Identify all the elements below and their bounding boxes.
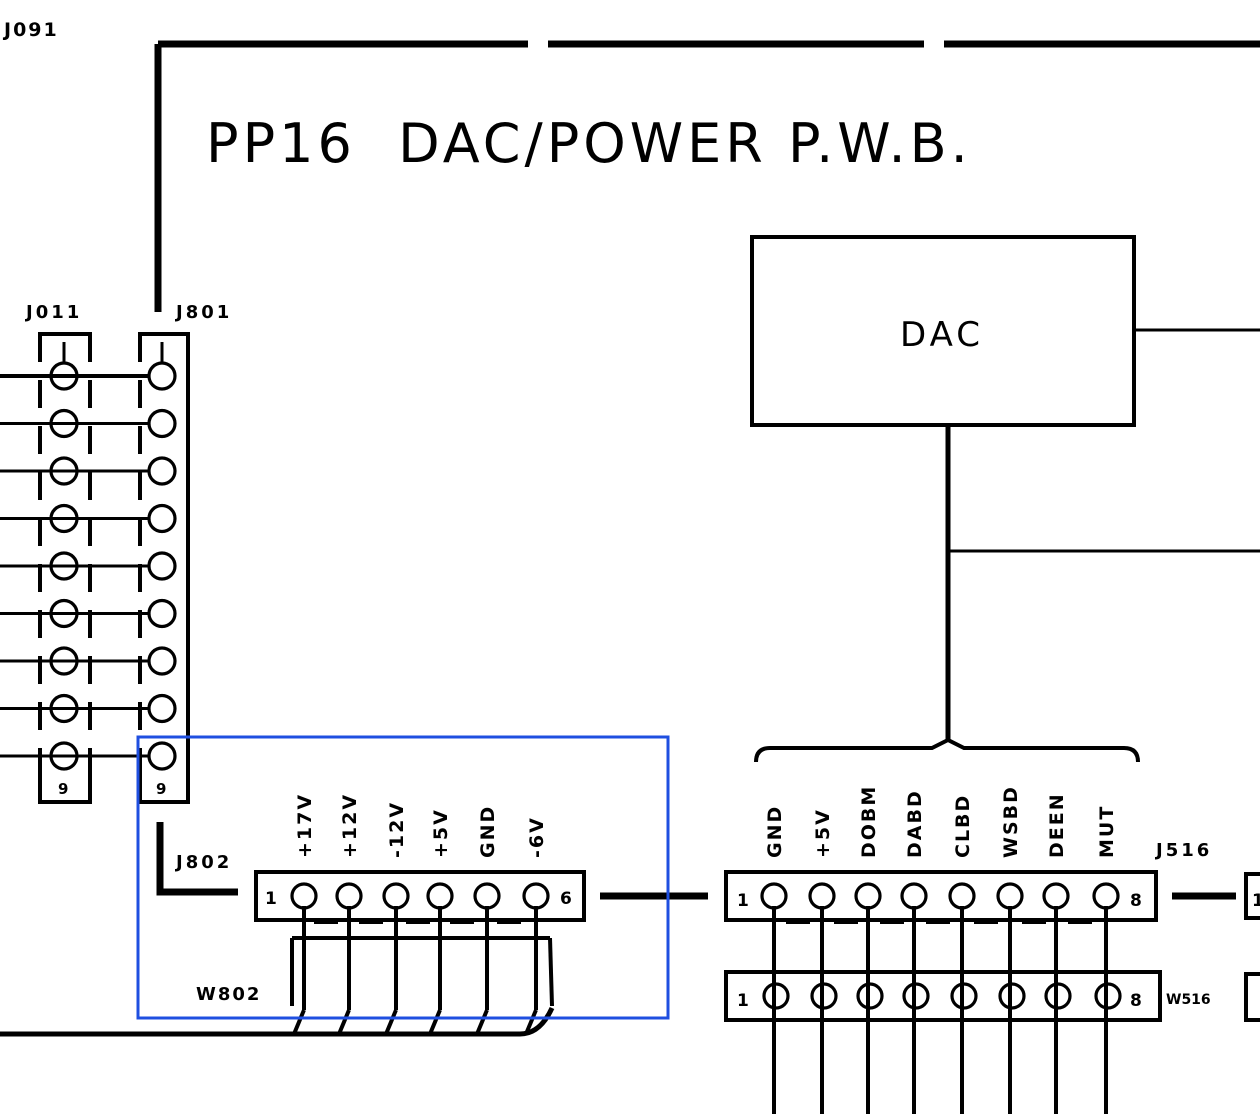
offpage-connector-top (1244, 872, 1260, 920)
j801-pin (147, 361, 177, 391)
j516-pin (1092, 882, 1120, 910)
connector-label-j011: J011 (24, 302, 82, 323)
j516-signal-label: GND (764, 805, 786, 858)
connector-label-j802: J802 (174, 852, 232, 873)
board-outline (154, 40, 1260, 312)
j516-pin (854, 882, 882, 910)
j516-first-pin-label: 1 (737, 891, 749, 911)
j516-signal-label: CLBD (952, 794, 974, 858)
j802-signal-label: +5V (430, 808, 452, 858)
j802-pin (426, 882, 454, 910)
highlight-box (136, 735, 670, 1020)
j802-pin (290, 882, 318, 910)
j801-pin (147, 408, 177, 439)
offpage-connector-bottom (1244, 972, 1260, 1022)
j516-pin (996, 882, 1024, 910)
j516-pin (808, 882, 836, 910)
j516-signal-label: DEEN (1046, 792, 1068, 858)
dac-block: DAC (750, 235, 1260, 742)
connector-label-j801: J801 (174, 302, 232, 323)
j801-pin (147, 503, 177, 534)
dac-label: DAC (900, 315, 984, 355)
j801-pin (147, 598, 177, 629)
j516-last-pin-label: 8 (1130, 891, 1142, 911)
j802-pin (335, 882, 363, 910)
j516-w516-wires (772, 906, 1108, 1114)
j516-signal-label: MUT (1096, 805, 1118, 858)
connector-label-j091: J091 (2, 19, 59, 41)
j801-pin (147, 551, 177, 581)
connector-j516: J516 1 8 GND +5V DOBM DABD CLBD WSBD DEEN MUT (724, 785, 1212, 924)
w802-wire-bend (292, 1009, 306, 1035)
j516-bus-bracket (754, 737, 1140, 763)
board-title: PP16 DAC/POWER P.W.B. (206, 112, 972, 175)
connector-label-j516: J516 (1154, 840, 1212, 861)
j516-signal-label: +5V (812, 808, 834, 858)
j802-signal-label: GND (477, 805, 499, 858)
j516-pin (900, 882, 928, 910)
j802-pin (473, 882, 501, 910)
w802-wire-bend (475, 1009, 489, 1035)
j516-signal-label: DOBM (858, 785, 880, 858)
connector-j802: 1 6 +17V +12V -12V +5V GND -6V (254, 793, 586, 924)
j516-pin (1042, 882, 1070, 910)
j801-pin (147, 646, 177, 676)
j516-pin (760, 882, 788, 910)
j802-leader (156, 822, 238, 896)
j802-pin (382, 882, 410, 910)
j802-first-pin-label: 1 (265, 889, 277, 909)
j802-last-pin-label: 6 (560, 889, 572, 909)
offpage-pin-label: 1 (1252, 891, 1260, 911)
j802-pin (522, 882, 550, 910)
harness-label-w516: W516 (1166, 992, 1211, 1008)
w802-wire-bend (524, 1009, 538, 1035)
j801-pin (147, 741, 177, 771)
j516-signal-label: DABD (904, 789, 926, 858)
j011-last-pin-label: 9 (58, 780, 68, 798)
harness-label-w802: W802 (196, 984, 261, 1005)
j802-signal-label: -12V (386, 801, 408, 858)
j011-j801-wires (0, 374, 150, 758)
j801-pin (147, 456, 177, 486)
j802-signal-label: +17V (294, 793, 316, 858)
j516-signal-label: WSBD (1000, 785, 1022, 858)
j516-pin (948, 882, 976, 910)
w802-wire-bend (428, 1009, 442, 1035)
j802-signal-label: -6V (526, 816, 548, 858)
connector-j801: J801 9 (138, 302, 232, 804)
w516-first-pin-label: 1 (737, 991, 749, 1011)
w802-wire-bend (384, 1009, 398, 1035)
w516-last-pin-label: 8 (1130, 991, 1142, 1011)
w802-wire-bend (337, 1009, 351, 1035)
j801-last-pin-label: 9 (156, 780, 166, 798)
j801-pin (147, 693, 177, 724)
harness-w802: W802 (0, 906, 555, 1037)
j802-signal-label: +12V (339, 793, 361, 858)
connector-w516: 1 8 W516 (724, 970, 1211, 1022)
